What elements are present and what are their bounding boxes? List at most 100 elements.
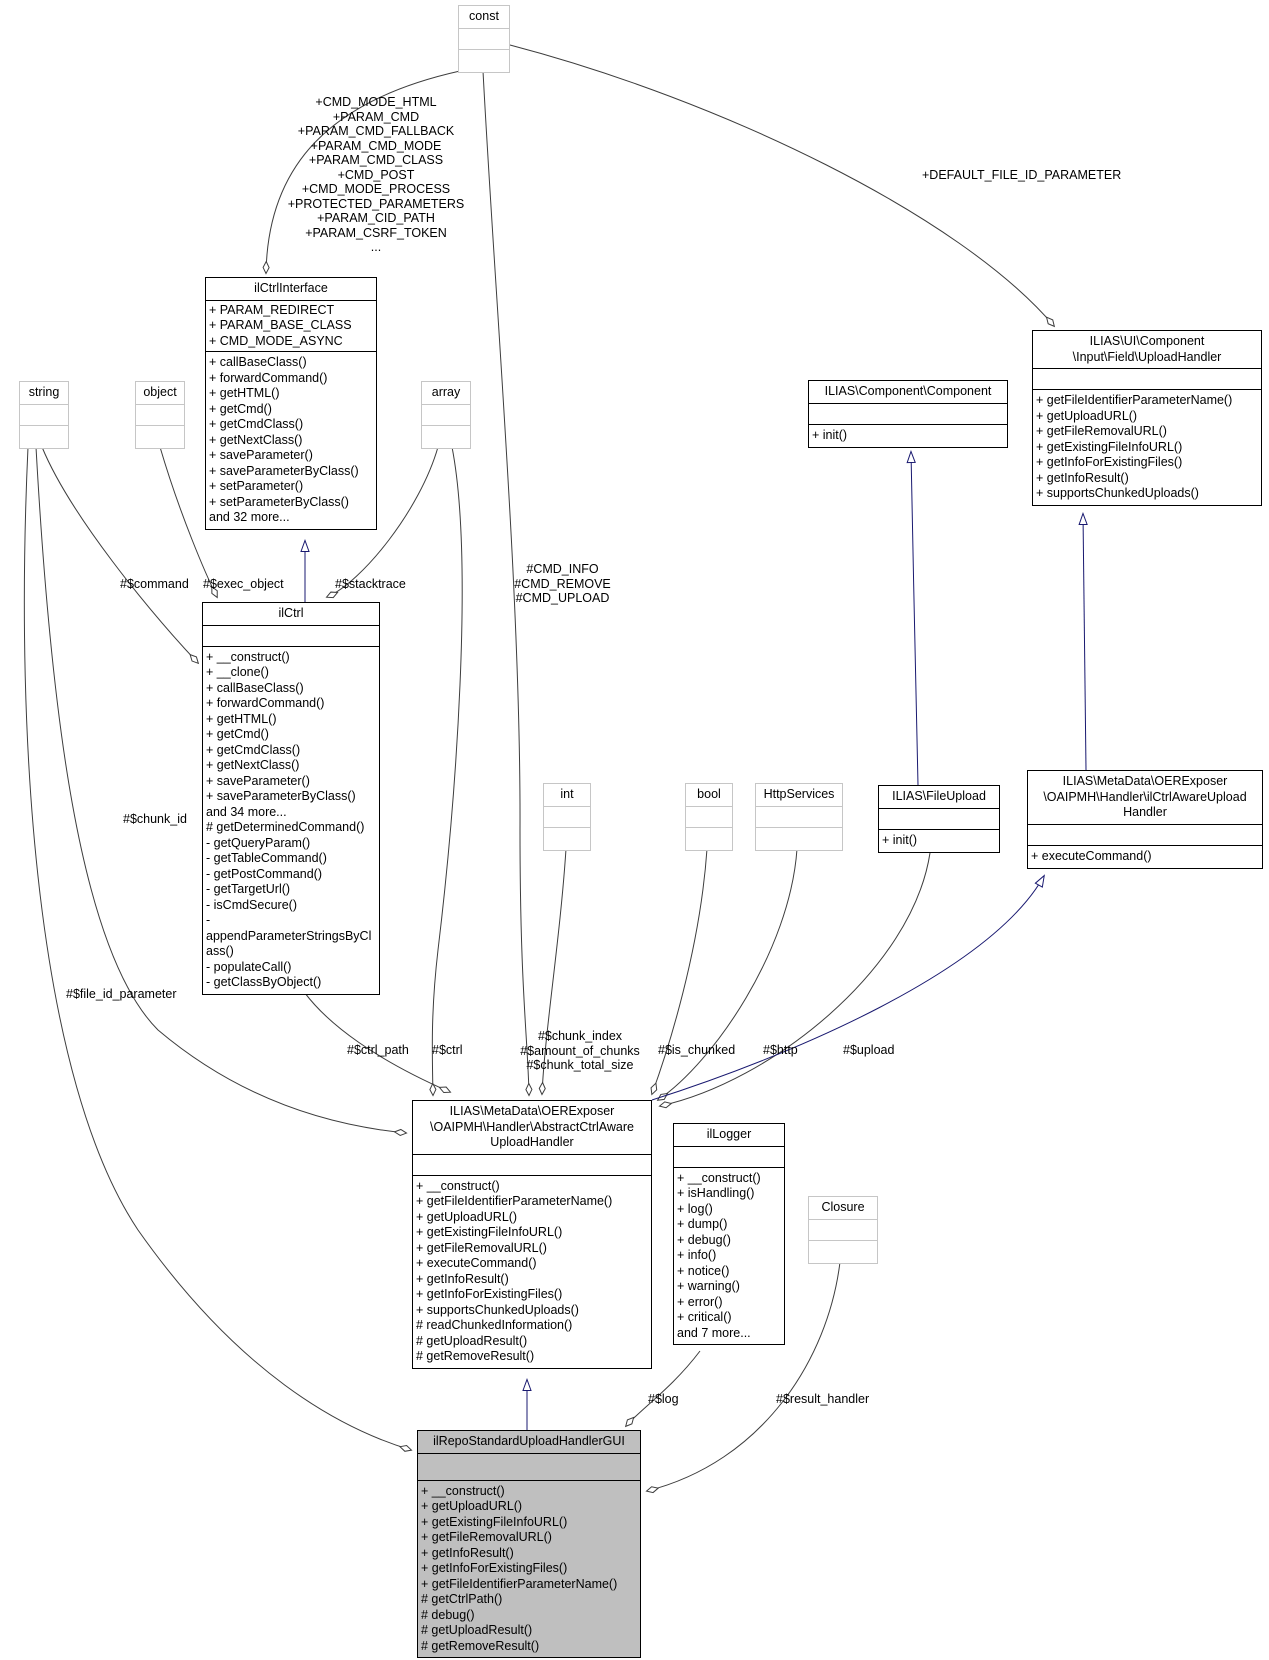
class-title: ILIAS\Component\Component <box>809 381 1007 404</box>
methods-compartment <box>136 426 184 448</box>
class-title: Closure <box>809 1197 877 1220</box>
methods-compartment: + callBaseClass() + forwardCommand() + g… <box>209 355 359 524</box>
edge-label-exec-object: #$exec_object <box>203 577 284 591</box>
attributes-compartment <box>1033 369 1261 390</box>
attributes-compartment <box>809 404 1007 425</box>
edge-inherit-abstract-ctrlaware <box>651 874 1045 1101</box>
edge-const-to-ilctrlinterface <box>266 70 461 273</box>
edge-label-ctrl-path: #$ctrl_path <box>347 1043 409 1057</box>
type-node-closure: Closure <box>808 1196 878 1264</box>
class-title: ILIAS\FileUpload <box>879 786 999 809</box>
class-node-component[interactable]: ILIAS\Component\Component + init() <box>808 380 1008 448</box>
edge-label-cmd-consts: #CMD_INFO #CMD_REMOVE #CMD_UPLOAD <box>514 562 611 605</box>
attributes-compartment <box>756 807 842 828</box>
methods-compartment: + executeCommand() <box>1031 848 1152 863</box>
class-title: bool <box>686 784 732 807</box>
class-title: array <box>422 382 470 405</box>
type-node-int: int <box>543 783 591 851</box>
methods-compartment <box>459 50 509 72</box>
edge-int-to-abstracthandler <box>542 848 567 1094</box>
attributes-compartment <box>422 405 470 426</box>
attributes-compartment <box>20 405 68 426</box>
attributes-compartment <box>413 1155 651 1176</box>
class-title: ILIAS\MetaData\OERExposer \OAIPMH\Handle… <box>413 1101 651 1155</box>
methods-compartment: + __construct() + isHandling() + log() +… <box>677 1170 761 1340</box>
class-title: ilCtrlInterface <box>206 278 376 301</box>
edge-httpservices-to-abstracthandler <box>658 848 798 1100</box>
methods-compartment <box>756 828 842 850</box>
edge-object-to-ilctrl <box>159 446 217 597</box>
attributes-compartment <box>809 1220 877 1241</box>
edge-label-result-handler: #$result_handler <box>776 1392 870 1406</box>
type-node-array: array <box>421 381 471 449</box>
methods-compartment: + init() <box>812 427 848 442</box>
class-node-ilrepostandarduploadhandlergui[interactable]: ilRepoStandardUploadHandlerGUI + __const… <box>417 1430 641 1658</box>
edge-bool-to-abstracthandler <box>652 848 708 1094</box>
methods-compartment: + init() <box>882 832 918 847</box>
attributes-compartment <box>686 807 732 828</box>
methods-compartment: + __construct() + getFileIdentifierParam… <box>416 1178 613 1364</box>
class-node-fileupload[interactable]: ILIAS\FileUpload + init() <box>878 785 1000 853</box>
edge-fileupload-to-abstracthandler <box>660 852 931 1106</box>
attributes-compartment <box>459 29 509 50</box>
edge-const-to-uploadhandler-interface <box>509 44 1054 326</box>
class-title: string <box>20 382 68 405</box>
edge-label-stacktrace: #$stacktrace <box>335 577 406 591</box>
methods-compartment: + getFileIdentifierParameterName() + get… <box>1036 393 1233 500</box>
methods-compartment <box>544 828 590 850</box>
attributes-compartment <box>203 626 379 647</box>
type-node-object: object <box>135 381 185 449</box>
class-node-ctrlaware-uploadhandler[interactable]: ILIAS\MetaData\OERExposer \OAIPMH\Handle… <box>1027 770 1263 869</box>
edge-label-http: #$http <box>763 1043 798 1057</box>
edge-string-to-gui <box>23 446 411 1450</box>
methods-compartment <box>422 426 470 448</box>
edge-array-to-ilctrl <box>327 446 439 597</box>
attributes-compartment <box>544 807 590 828</box>
type-node-string: string <box>19 381 69 449</box>
class-node-ilctrlinterface[interactable]: ilCtrlInterface + PARAM_REDIRECT + PARAM… <box>205 277 377 530</box>
attributes-compartment <box>1028 825 1262 846</box>
class-title: ILIAS\UI\Component \Input\Field\UploadHa… <box>1033 331 1261 369</box>
type-node-httpservices: HttpServices <box>755 783 843 851</box>
methods-compartment <box>809 1241 877 1263</box>
edge-string-to-abstracthandler <box>35 446 406 1133</box>
class-node-illogger[interactable]: ilLogger + __construct() + isHandling() … <box>673 1123 785 1345</box>
edge-label-ctrl: #$ctrl <box>432 1043 463 1057</box>
class-node-ilctrl[interactable]: ilCtrl + __construct() + __clone() + cal… <box>202 602 380 995</box>
edge-label-default-file-id-parameter: +DEFAULT_FILE_ID_PARAMETER <box>922 168 1122 182</box>
class-title: ilLogger <box>674 1124 784 1147</box>
class-title: HttpServices <box>756 784 842 807</box>
attributes-compartment <box>674 1147 784 1168</box>
methods-compartment: + __construct() + getUploadURL() + getEx… <box>421 1483 618 1653</box>
edge-label-command: #$command <box>120 577 189 591</box>
methods-compartment: + __construct() + __clone() + callBaseCl… <box>206 649 372 990</box>
edge-label-chunk-id: #$chunk_id <box>123 812 187 826</box>
class-title: int <box>544 784 590 807</box>
edge-string-to-ilctrl <box>41 446 198 663</box>
methods-compartment <box>20 426 68 448</box>
class-node-uploadhandler-interface[interactable]: ILIAS\UI\Component \Input\Field\UploadHa… <box>1032 330 1262 506</box>
edge-label-file-id-parameter: #$file_id_parameter <box>66 987 177 1001</box>
class-title: ilRepoStandardUploadHandlerGUI <box>418 1431 640 1454</box>
type-node-const: const <box>458 5 510 73</box>
type-node-bool: bool <box>685 783 733 851</box>
edge-inherit-fileupload-component <box>906 450 919 786</box>
edge-label-upload: #$upload <box>843 1043 895 1057</box>
class-node-abstract-ctrlaware-uploadhandler[interactable]: ILIAS\MetaData\OERExposer \OAIPMH\Handle… <box>412 1100 652 1369</box>
attributes-compartment <box>879 809 999 830</box>
attributes-compartment <box>136 405 184 426</box>
class-title: ilCtrl <box>203 603 379 626</box>
edge-illogger-to-gui <box>626 1350 701 1426</box>
edge-array-to-abstracthandler <box>432 446 463 1095</box>
edge-const-to-abstracthandler <box>482 70 529 1095</box>
edge-label-is-chunked: #$is_chunked <box>658 1043 736 1057</box>
edge-label-log: #$log <box>648 1392 679 1406</box>
attributes-compartment <box>418 1454 640 1481</box>
class-title: object <box>136 382 184 405</box>
edge-inherit-ctrlaware-uploadhandler <box>1078 512 1088 771</box>
edge-label-chunk-fields: #$chunk_index #$amount_of_chunks #$chunk… <box>520 1029 640 1072</box>
class-title: ILIAS\MetaData\OERExposer \OAIPMH\Handle… <box>1028 771 1262 825</box>
class-title: const <box>459 6 509 29</box>
